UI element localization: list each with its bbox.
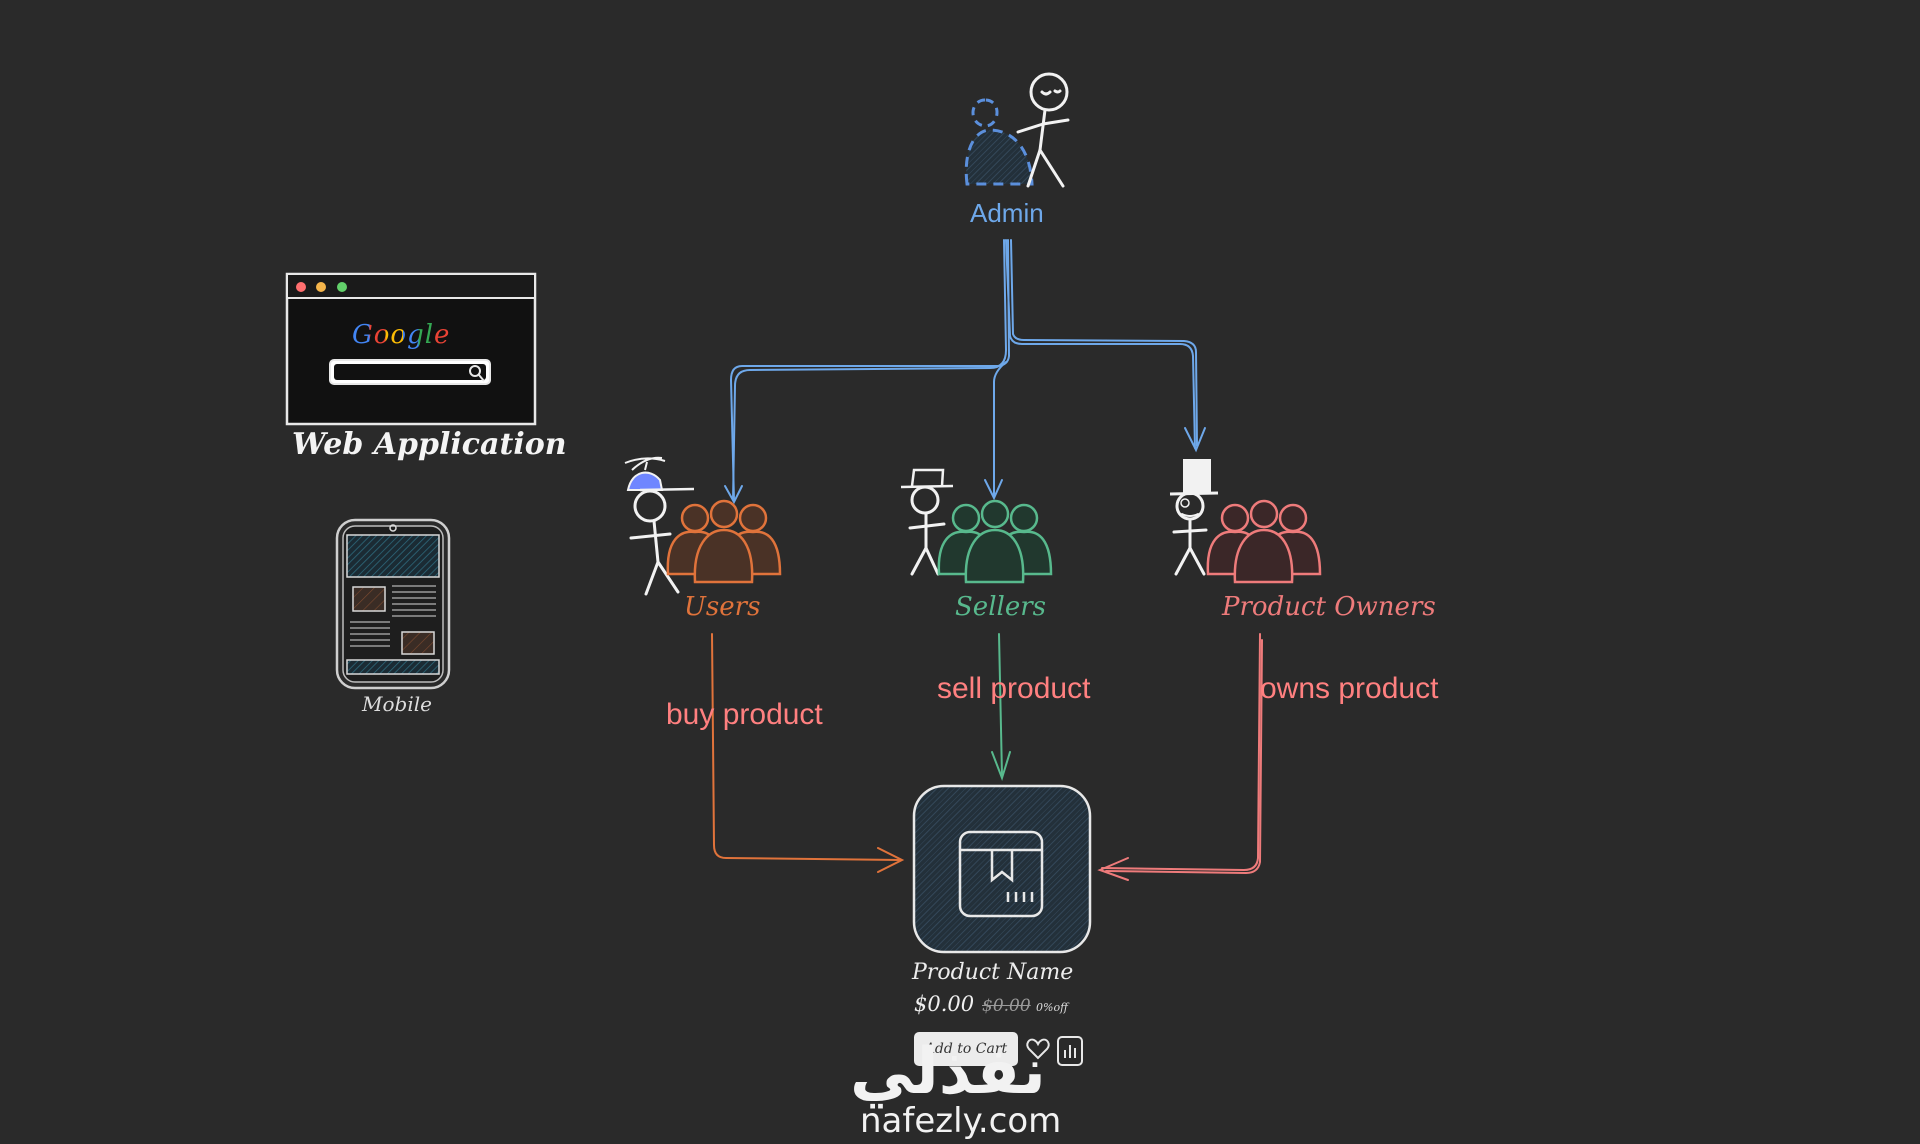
owns-edge xyxy=(1097,633,1263,881)
mobile-illustration xyxy=(335,518,451,690)
sellers-illustration xyxy=(900,468,1053,584)
mobile-label: Mobile xyxy=(362,692,432,716)
google-logo-text: Google xyxy=(352,320,451,350)
admin-to-users-edge xyxy=(732,239,1008,501)
user-group-icon xyxy=(666,499,782,584)
buy-product-label: buy product xyxy=(666,698,823,731)
search-icon xyxy=(469,365,485,382)
watermark-url: nafezly.com xyxy=(860,1101,1062,1141)
product-price: $0.00 xyxy=(914,992,975,1016)
admin-ghost-head-icon xyxy=(971,98,999,128)
product-image xyxy=(912,784,1092,954)
product-name: Product Name xyxy=(912,960,1074,985)
sellers-label: Sellers xyxy=(955,592,1046,622)
sell-edge xyxy=(991,633,1011,782)
admin-to-owners-edge xyxy=(1005,239,1196,449)
admin-ghost-body-icon xyxy=(964,128,1034,186)
admin-edges xyxy=(724,239,1206,505)
web-browser-illustration xyxy=(285,272,537,426)
owner-group-icon xyxy=(1206,499,1322,584)
product-discount: 0%off xyxy=(1036,1001,1068,1014)
owners-illustration xyxy=(1169,459,1322,584)
owns-product-label: owns product xyxy=(1260,672,1439,705)
propeller-cap-icon xyxy=(624,456,695,492)
stick-figure-icon xyxy=(908,485,946,576)
web-application-label: Web Application xyxy=(292,427,567,462)
buy-edge xyxy=(711,633,905,873)
google-logo: Google xyxy=(352,322,450,348)
sell-product-label: sell product xyxy=(937,672,1091,705)
users-illustration xyxy=(624,456,782,596)
seller-group-icon xyxy=(937,499,1053,584)
admin-to-sellers-edge xyxy=(993,361,1007,497)
product-owners-label: Product Owners xyxy=(1222,592,1436,622)
bar-chart-icon[interactable] xyxy=(1057,1036,1083,1066)
stick-figure-icon xyxy=(1016,72,1070,188)
window-close-dot xyxy=(296,282,306,292)
box-icon xyxy=(958,830,1044,918)
window-min-dot xyxy=(316,282,326,292)
admin-figure xyxy=(964,72,1070,188)
watermark-logo: نفذلي xyxy=(850,1035,1046,1109)
heart-icon[interactable] xyxy=(1026,1038,1050,1060)
add-to-cart-button[interactable]: Add to Cart xyxy=(914,1032,1018,1066)
top-hat-icon xyxy=(1169,459,1219,496)
admin-label: Admin xyxy=(970,198,1044,228)
stick-figure-icon xyxy=(629,489,680,596)
stick-figure-icon xyxy=(1172,491,1208,576)
product-old-price: $0.00 xyxy=(982,996,1031,1016)
product-actions xyxy=(1026,1036,1083,1066)
cowboy-hat-icon xyxy=(900,468,954,489)
users-label: Users xyxy=(684,592,761,622)
window-max-dot xyxy=(337,282,347,292)
